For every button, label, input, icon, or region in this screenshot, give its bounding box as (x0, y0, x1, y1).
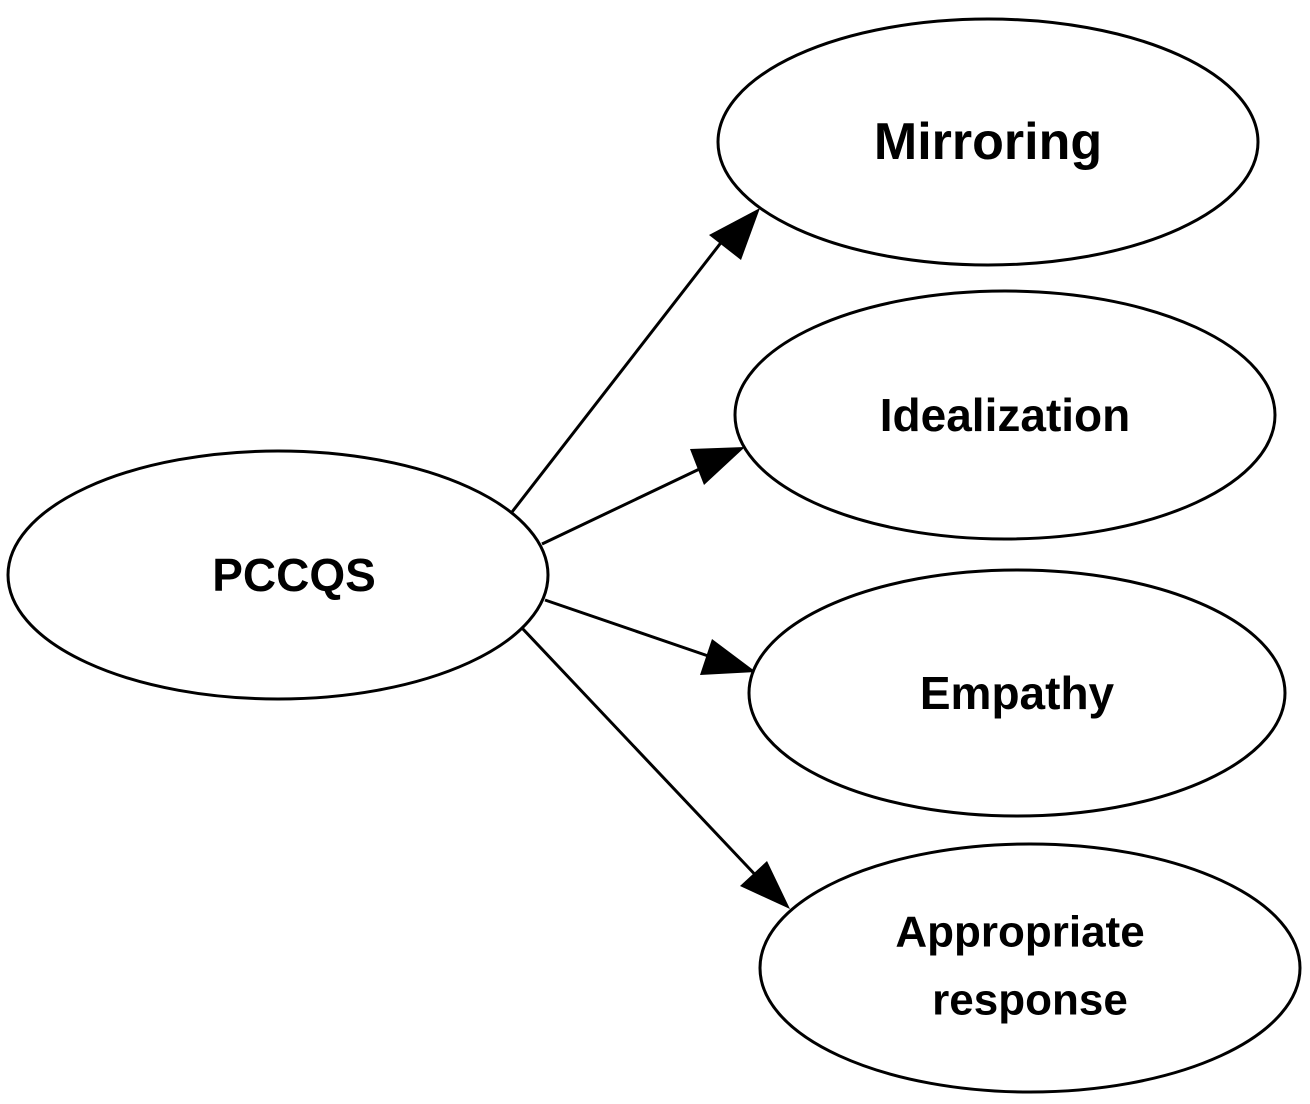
arrowhead-icon (690, 447, 745, 485)
edge-pccqs-empathy (544, 598, 756, 675)
edge-pccqs-idealization (541, 447, 745, 546)
node-appropriate-response: Appropriate response (758, 842, 1302, 1094)
edge-pccqs-mirroring (510, 208, 760, 513)
node-ellipse (733, 289, 1277, 541)
node-label-line-2: response (932, 976, 1128, 1025)
node-label: Idealization (880, 389, 1130, 441)
edge-line (510, 230, 732, 513)
node-empathy: Empathy (747, 568, 1287, 818)
node-pccqs: PCCQS (6, 449, 550, 701)
arrowhead-icon (709, 208, 760, 260)
node-label-line-1: Appropriate (895, 908, 1144, 957)
node-label: Mirroring (874, 113, 1102, 171)
node-idealization: Idealization (733, 289, 1277, 541)
node-mirroring: Mirroring (716, 17, 1260, 267)
edge-pccqs-appropriate-response (520, 626, 790, 909)
node-ellipse (758, 842, 1302, 1094)
node-ellipse (716, 17, 1260, 267)
node-ellipse (6, 449, 550, 701)
node-label: PCCQS (212, 549, 376, 601)
edge-line (520, 626, 765, 885)
arrowhead-icon (740, 861, 790, 909)
node-ellipse (747, 568, 1287, 818)
node-label: Empathy (920, 667, 1115, 719)
arrowhead-icon (700, 639, 756, 675)
edge-line (541, 462, 711, 546)
edge-line (544, 598, 718, 661)
